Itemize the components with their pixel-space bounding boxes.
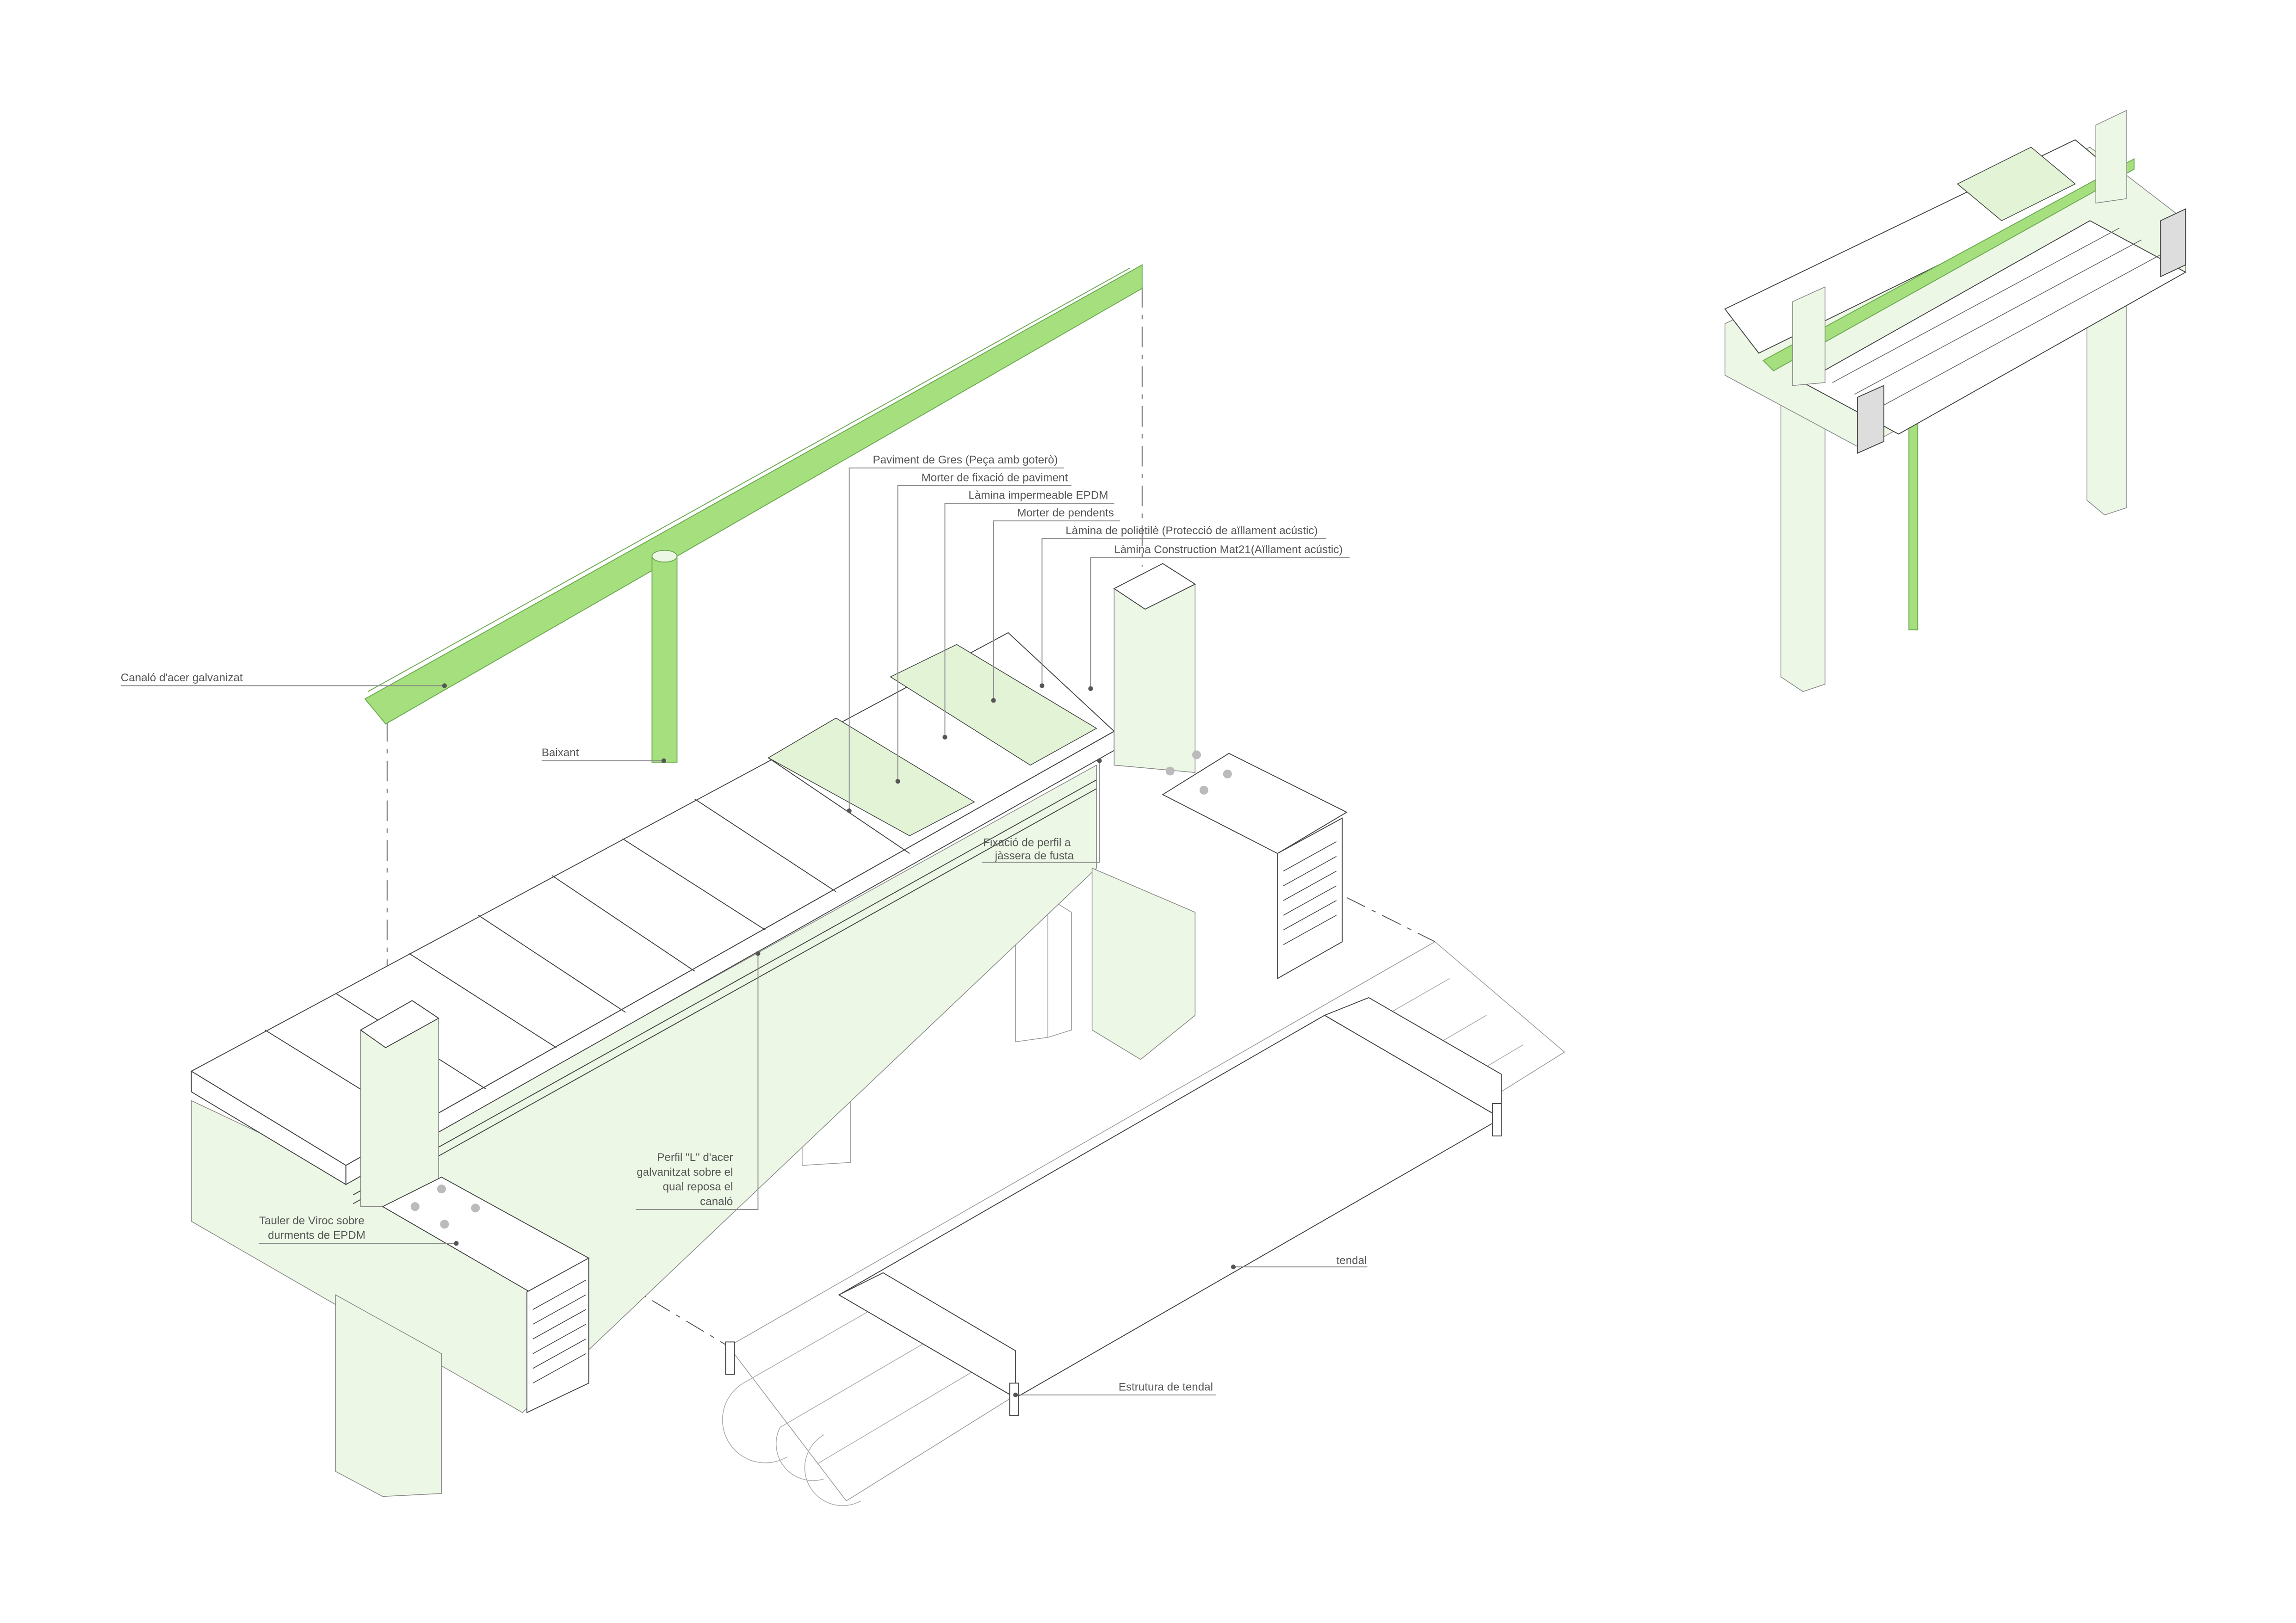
mortar-hatch-2	[890, 644, 1097, 766]
label-fixing-text-1: Fixació de perfil a	[983, 836, 1071, 849]
awning	[722, 941, 1566, 1506]
label-profile-text-4: canaló	[700, 1196, 733, 1208]
label-acoustic: Làmina Construction Mat21(Aïllament acús…	[1088, 543, 1350, 691]
label-gutter-text: Canaló d'acer galvanizat	[121, 672, 243, 684]
label-tile-mortar: Morter de fixació de paviment	[895, 471, 1072, 784]
label-viroc-text-1: Tauler de Viroc sobre	[259, 1215, 365, 1227]
label-epdm-text: Làmina impermeable EPDM	[968, 489, 1108, 501]
label-gutter: Canaló d'acer galvanizat	[120, 672, 447, 688]
label-awning-structure-text: Estrutura de tendal	[1119, 1381, 1213, 1393]
label-awning-text: tendal	[1337, 1254, 1367, 1267]
label-fixing: Fixació de perfil a jàssera de fusta	[982, 758, 1102, 863]
label-acoustic-text: Làmina Construction Mat21(Aïllament acús…	[1114, 543, 1343, 556]
overview-perspective	[1724, 110, 2187, 692]
label-profile-text-3: qual reposa el	[663, 1181, 733, 1193]
label-tile-mortar-text: Morter de fixació de paviment	[922, 471, 1068, 484]
gutter	[364, 264, 1143, 725]
label-downpipe-text: Baixant	[542, 747, 579, 759]
label-profile-text-1: Perfil "L" d'acer	[657, 1151, 733, 1164]
posts	[359, 563, 1196, 1207]
label-polyethylene: Làmina de polietilè (Protecció de aïllam…	[1040, 525, 1326, 688]
downpipe	[651, 549, 678, 763]
label-slope-mortar: Morter de pendents	[991, 507, 1120, 703]
label-awning: tendal	[1231, 1254, 1368, 1270]
timber-beam	[191, 764, 1196, 1497]
label-polyethylene-text: Làmina de polietilè (Protecció de aïllam…	[1065, 525, 1318, 537]
label-viroc: Tauler de Viroc sobre durments de EPDM	[259, 1215, 459, 1246]
label-epdm: Làmina impermeable EPDM	[942, 489, 1114, 740]
label-downpipe: Baixant	[541, 747, 666, 763]
label-profile-text-2: galvanitzat sobre el	[637, 1166, 733, 1179]
label-tile: Paviment de Gres (Peça amb goterò)	[847, 454, 1064, 813]
label-fixing-text-2: jàssera de fusta	[995, 850, 1074, 862]
label-slope-mortar-text: Morter de pendents	[1017, 507, 1114, 519]
label-tile-text: Paviment de Gres (Peça amb goterò)	[873, 454, 1058, 466]
annotations: Canaló d'acer galvanizat Baixant Pavimen…	[120, 454, 1368, 1397]
label-awning-structure: Estrutura de tendal	[1013, 1381, 1216, 1397]
label-profile: Perfil "L" d'acer galvanitzat sobre el q…	[636, 951, 761, 1210]
label-viroc-text-2: durments de EPDM	[268, 1229, 365, 1242]
mortar-hatch	[767, 717, 975, 836]
viroc-boards	[382, 750, 1348, 1413]
